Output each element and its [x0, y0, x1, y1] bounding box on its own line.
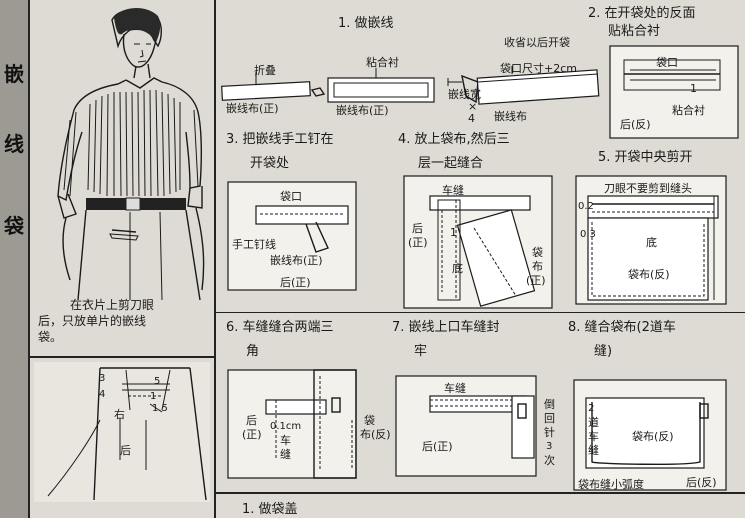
step4-label: (正) — [408, 236, 428, 249]
step7-label: 回 — [544, 412, 555, 425]
step1-label: 嵌线布 — [494, 110, 527, 123]
next-section-title: 1. 做袋盖 — [242, 502, 298, 517]
step1-label: 嵌线宽 — [448, 88, 481, 101]
step6-label: 袋 — [364, 414, 375, 427]
diagram-label: 右 — [114, 408, 125, 421]
step4-title: 层一起缝合 — [418, 156, 484, 171]
step1-title: 1. 做嵌线 — [338, 16, 394, 31]
divider — [30, 356, 214, 358]
step1-label: 嵌线布(正) — [336, 104, 389, 117]
step3-label: 后(正) — [280, 276, 311, 289]
step3-label: 袋口 — [280, 190, 302, 203]
step6-label: 布(反) — [360, 428, 391, 441]
step6-label: 0.1cm — [270, 421, 302, 432]
caption-line: 袋。 — [38, 330, 63, 344]
step3-title: 开袋处 — [250, 156, 290, 171]
step2-label: 1 — [690, 82, 697, 95]
divider — [216, 312, 745, 313]
caption-line: 后，只放单片的嵌线 — [38, 314, 147, 328]
step8-label: 袋布(反) — [632, 430, 674, 443]
sidebar-char: 袋 — [4, 214, 24, 238]
step3-label: 手工钉线 — [232, 238, 276, 251]
step4-label: 底 — [452, 262, 463, 275]
step6-label: 缝 — [280, 448, 291, 461]
diagram-label: 1.5 — [152, 403, 168, 414]
diagram-label: 后 — [120, 444, 131, 457]
step8-title: 8. 缝合袋布(2道车 — [568, 320, 676, 335]
step6-label: 车 — [280, 434, 291, 447]
step5-label: 刀眼不要剪到缝头 — [604, 182, 692, 195]
sidebar-char: 线 — [4, 132, 24, 156]
step1-label: 收省以后开袋 — [504, 36, 570, 49]
step3-label: 嵌线布(正) — [270, 254, 323, 267]
sidebar: 嵌 线 袋 — [0, 0, 30, 518]
step2-label: 袋口 — [656, 56, 678, 69]
step2-title: 2. 在开袋处的反面 — [588, 6, 696, 21]
step8-label: 袋布缝小弧度 — [578, 478, 644, 491]
step7-title: 7. 嵌线上口车缝封 — [392, 320, 500, 335]
step6-label: 后 — [246, 414, 257, 427]
step8-label: 2 — [588, 403, 595, 414]
step7-label: 3 — [546, 441, 553, 452]
step5-title: 5. 开袋中央剪开 — [598, 150, 693, 165]
left-panel: 在衣片上剪刀眼 后，只放单片的嵌线 袋。 3 4 5 1 1.5 右 后 — [30, 0, 216, 518]
step8-label: 缝 — [588, 444, 599, 457]
step1-label: × — [468, 100, 478, 113]
step1-label: 折叠 — [254, 64, 276, 77]
step2-title: 贴粘合衬 — [608, 24, 661, 39]
step6-title: 6. 车缝缝合两端三 — [226, 320, 334, 335]
step1-label: 粘合衬 — [366, 56, 399, 69]
step7-label: 针 — [544, 426, 555, 439]
step7-label: 后(正) — [422, 440, 453, 453]
step1-label: 嵌线布(正) — [226, 102, 279, 115]
step7-label: 车缝 — [444, 382, 466, 395]
step8-label: 道 — [588, 416, 599, 429]
step8-title: 缝) — [594, 344, 613, 359]
step5-label: 0.2 — [578, 201, 594, 212]
step1-label: 袋口尺寸+2cm — [500, 62, 577, 75]
steps-illustrations — [221, 45, 739, 491]
step5-label: 0.3 — [580, 229, 596, 240]
step4-label: 后 — [412, 222, 423, 235]
step5-label: 底 — [646, 236, 657, 249]
pocket-placement-diagram — [34, 362, 210, 502]
step2-label: 后(反) — [620, 118, 651, 131]
diagram-label: 3 — [99, 373, 106, 384]
divider — [216, 492, 745, 494]
step6-title: 角 — [246, 344, 260, 359]
diagram-label: 5 — [154, 376, 161, 387]
step7-label: 次 — [544, 454, 555, 467]
step4-label: 车缝 — [442, 184, 464, 197]
step8-label: 车 — [588, 430, 599, 443]
step2-label: 粘合衬 — [672, 104, 705, 117]
step3-title: 3. 把嵌线手工钉在 — [226, 132, 334, 147]
figure-illustration — [57, 7, 205, 301]
step4-title: 4. 放上袋布,然后三 — [398, 132, 510, 147]
step5-label: 袋布(反) — [628, 268, 670, 281]
caption-line: 在衣片上剪刀眼 — [70, 298, 155, 312]
step1-label: 4 — [468, 112, 475, 125]
diagram-label: 4 — [99, 389, 106, 400]
step8-label: 后(反) — [686, 476, 717, 489]
step4-label: 袋 — [532, 246, 543, 259]
right-panel: 1. 做嵌线 折叠 粘合衬 嵌线布(正) 嵌线布(正) 收省以后开袋 袋口尺寸+… — [216, 0, 745, 518]
diagram-label: 1 — [150, 391, 157, 402]
step4-label: 布 — [532, 260, 543, 273]
step7-label: 倒 — [544, 398, 555, 411]
step4-label: (正) — [526, 274, 546, 287]
step4-label: 1 — [450, 226, 457, 239]
step6-label: (正) — [242, 428, 262, 441]
step7-title: 牢 — [414, 344, 428, 359]
sidebar-char: 嵌 — [4, 62, 24, 86]
